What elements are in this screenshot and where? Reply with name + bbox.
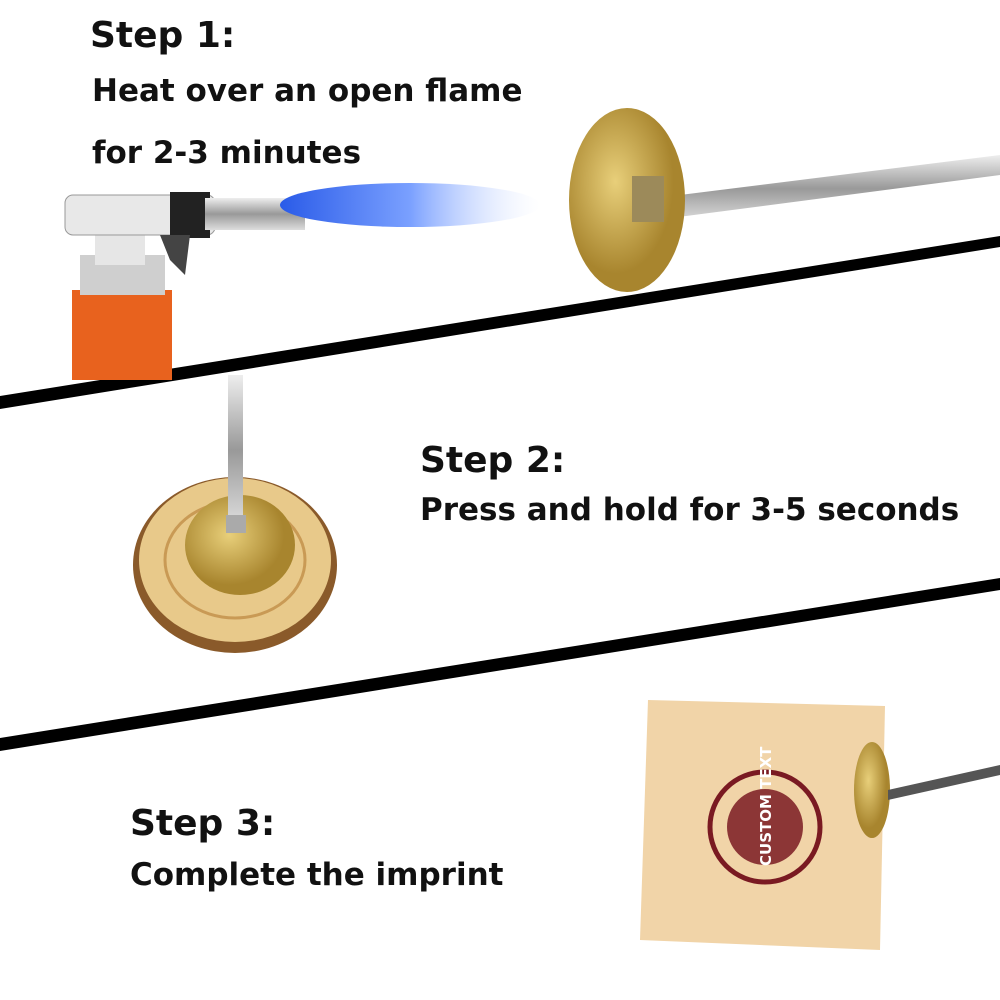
branding-iron-heated-image [569, 108, 1000, 292]
flame-image [280, 183, 540, 227]
divider-line [0, 236, 1000, 409]
step-3-title: Step 3: [130, 803, 276, 844]
divider-line [0, 578, 1000, 751]
imprint-text: CUSTOM TEXT [757, 746, 775, 866]
step-1-text-line1: Heat over an open flame [92, 73, 523, 109]
branding-iron-image [854, 742, 1000, 838]
step-1-title: Step 1: [90, 15, 236, 56]
gas-torch-image [64, 183, 540, 380]
wood-slice-image [133, 375, 337, 653]
step-2-title: Step 2: [420, 440, 566, 481]
step-1-text-line2: for 2-3 minutes [92, 135, 362, 171]
step-3-text: Complete the imprint [130, 857, 504, 893]
step-2-text: Press and hold for 3-5 seconds [420, 492, 960, 528]
imprinted-wood-board-image [640, 700, 1000, 950]
